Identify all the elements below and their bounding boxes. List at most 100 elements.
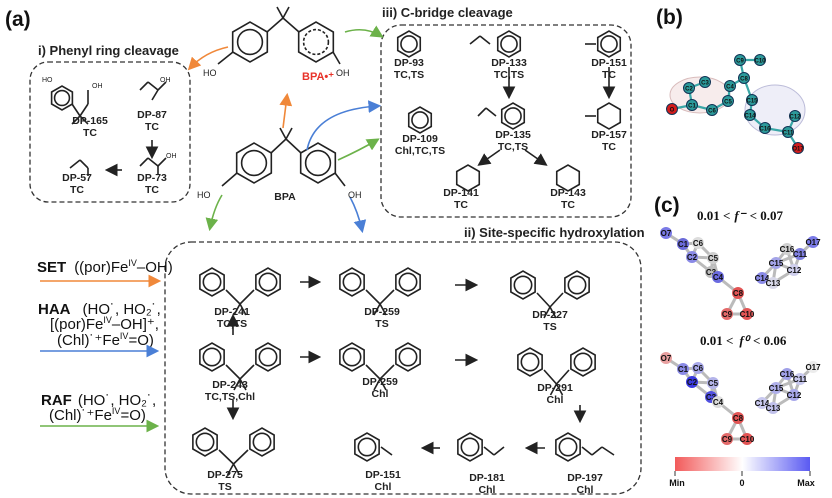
bond [555,383,564,396]
bond [282,6,290,19]
ring-bond [339,342,365,372]
product-name: DP-135 [495,129,531,141]
svg-text:C16: C16 [780,245,795,254]
atom-c11: C11 [793,373,808,385]
product-name: DP-151 [365,469,401,481]
svg-text:C6: C6 [708,109,716,115]
svg-text:C5: C5 [708,379,719,388]
svg-text:C5: C5 [724,100,732,106]
atom-c2: C2 [683,82,695,94]
atom-c2: C2 [686,376,698,388]
atom-c9: C9 [734,54,746,66]
svg-text:C14: C14 [744,114,756,120]
bond [276,6,284,19]
svg-text:O7: O7 [661,354,672,363]
bond [365,289,381,305]
atom-c4: C4 [724,80,736,92]
detection-method: TC [454,199,468,211]
product-name: DP-291 [537,382,573,394]
svg-text:C16: C16 [780,370,795,379]
bond [549,292,564,308]
aromatic-circle [600,35,618,53]
svg-text:C1: C1 [688,104,696,110]
ring-bond [255,342,281,372]
bond [365,364,381,380]
bond [373,378,381,391]
svg-text:C4: C4 [726,85,734,91]
svg-text:C8: C8 [733,289,744,298]
atom-ho: HO [42,77,53,84]
bond [334,172,346,187]
reaction-arrow [279,92,293,129]
bond [147,81,159,91]
svg-text:O17: O17 [792,147,804,153]
ring-bond [457,432,483,462]
ring-bond [255,267,281,297]
svg-text:C2: C2 [685,87,693,93]
atom-c6: C6 [692,237,704,249]
ring-bond [596,102,622,130]
product-name: DP-141 [443,187,479,199]
reaction-arrow [306,100,382,151]
svg-text:C10: C10 [740,310,755,319]
atom-oh: OH [92,83,103,90]
detection-method: Chl [547,394,564,406]
aromatic-circle [202,272,222,292]
svg-text:[(por)FeIV–OH]⁺,: [(por)FeIV–OH]⁺, [50,315,159,333]
atom-oh: OH [348,190,362,200]
hydroxylation-title: ii) Site-specific hydroxylation [464,225,645,240]
svg-text:C15: C15 [746,99,758,105]
aromatic-circle [411,111,429,129]
detection-method: Chl [479,484,496,496]
bond [157,81,167,91]
bpa-radical-cation-label: BPA•⁺ [302,71,334,83]
svg-text:C6: C6 [693,239,704,248]
bond [543,369,558,385]
atom-o17: O17 [805,361,821,373]
ring-bond [517,347,543,377]
detection-method: Chl,TC,TS [395,145,445,157]
colorbar-mid: 0 [739,478,744,488]
svg-text:C15: C15 [769,259,784,268]
detection-method: TC,TS [394,69,424,81]
svg-text:C1: C1 [678,240,689,249]
aromatic-circle [513,275,533,295]
ring-bond [510,270,536,300]
aromatic-circle [53,89,71,107]
detection-method: TC [83,127,97,139]
aromatic-circle [202,347,222,367]
svg-text:C8: C8 [733,414,744,423]
c-bridge-title: iii) C-bridge cleavage [382,5,513,20]
bond [233,378,241,391]
ring-bond [496,30,522,58]
svg-text:C12: C12 [787,391,802,400]
bond [270,138,287,154]
atom-c10: C10 [740,433,755,445]
atom-c12: C12 [787,389,802,401]
panel-c-label: (c) [654,194,680,217]
detection-method: TC,TS [494,69,524,81]
bpa-label: BPA [274,191,296,203]
atom-c12: C12 [789,110,801,122]
bond [493,446,505,456]
product-name: DP-181 [469,472,505,484]
svg-text:(Chl)˙⁺FeIV=O): (Chl)˙⁺FeIV=O) [49,406,146,424]
ring-bond [395,267,421,297]
aromatic-circle [558,437,578,457]
product-name: DP-109 [402,133,438,145]
atom-c4: C4 [712,271,724,283]
detection-method: Chl [375,481,392,493]
bond [549,306,557,319]
